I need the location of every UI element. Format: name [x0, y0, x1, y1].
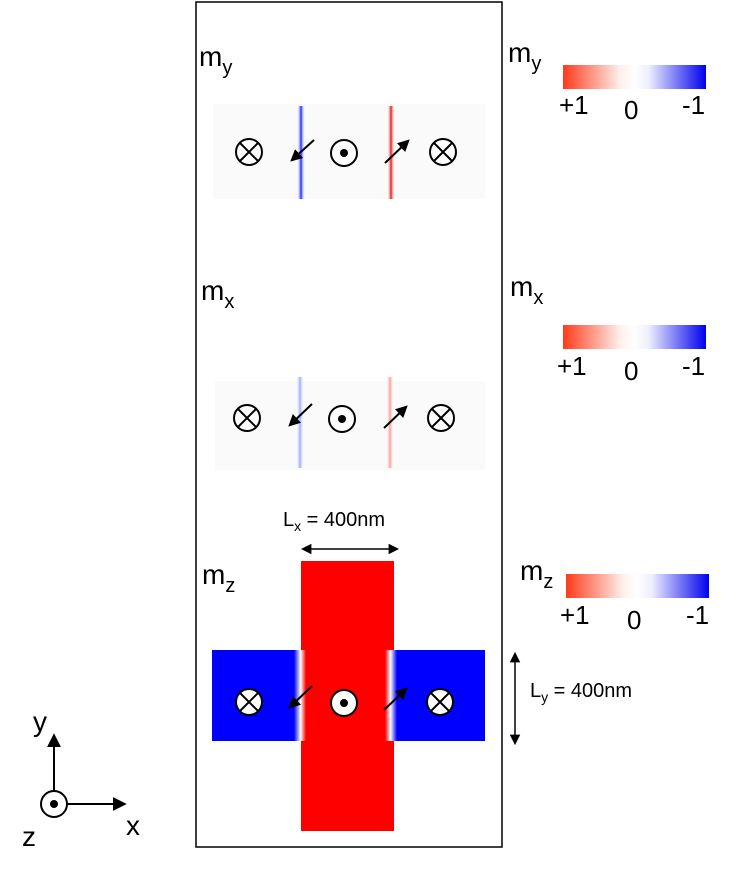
mx-colorbar: +1 0 -1 — [557, 325, 706, 386]
colorbar-mid-label: 0 — [627, 605, 641, 635]
magnetization-arrow — [290, 139, 315, 162]
y-axis-label: y — [33, 706, 47, 737]
magnetization-arrow — [383, 405, 408, 429]
magnetization-arrow — [288, 403, 313, 427]
domain-wall-right — [387, 106, 395, 199]
magnetization-arrow — [288, 685, 313, 709]
mz-colorbar: +1 0 -1 — [560, 574, 709, 635]
colorbar-max-label: -1 — [682, 351, 705, 381]
ly-dimension-label: Ly = 400nm — [530, 680, 632, 705]
colorbar-min-label: +1 — [557, 351, 587, 381]
colorbar-min-label: +1 — [560, 600, 590, 630]
z-axis-out-of-page-icon — [40, 790, 68, 818]
panel-frame — [195, 1, 503, 848]
out-of-page-symbol — [330, 139, 358, 167]
domain-wall-left — [294, 650, 306, 741]
into-page-symbol — [233, 404, 261, 432]
into-page-symbol — [235, 688, 263, 716]
coordinate-axes: y x z — [22, 706, 140, 852]
magnetization-arrow — [383, 687, 408, 711]
mz-right-label: mz — [520, 555, 553, 593]
colorbar-max-label: -1 — [686, 600, 709, 630]
colorbar-min-label: +1 — [559, 90, 589, 120]
my-right-label: my — [508, 37, 541, 75]
domain-wall-left — [296, 377, 304, 468]
mz-panel: mz mz +1 0 -1 Lx = 400nm Ly = 400nm — [202, 509, 709, 831]
mx-right-label: mx — [510, 271, 543, 309]
mz-left-label: mz — [202, 559, 235, 597]
mx-panel: mx mx +1 0 -1 — [201, 271, 706, 470]
lx-dimension-label: Lx = 400nm — [283, 509, 385, 534]
my-panel: my my +1 0 -1 — [199, 37, 706, 199]
into-page-symbol — [429, 138, 457, 166]
z-axis-label: z — [22, 821, 36, 852]
into-page-symbol — [427, 404, 455, 432]
x-axis-label: x — [126, 810, 140, 841]
colorbar-mid-label: 0 — [624, 95, 638, 125]
into-page-symbol — [426, 688, 454, 716]
into-page-symbol — [235, 138, 263, 166]
colorbar-mid-label: 0 — [624, 356, 638, 386]
colorbar-max-label: -1 — [682, 90, 705, 120]
magnetization-arrow — [384, 139, 410, 164]
out-of-page-symbol — [328, 405, 356, 433]
domain-wall-right — [385, 650, 397, 741]
out-of-page-symbol — [330, 689, 358, 717]
my-colorbar: +1 0 -1 — [559, 65, 706, 125]
mx-left-label: mx — [201, 275, 234, 313]
my-left-label: my — [199, 41, 232, 79]
